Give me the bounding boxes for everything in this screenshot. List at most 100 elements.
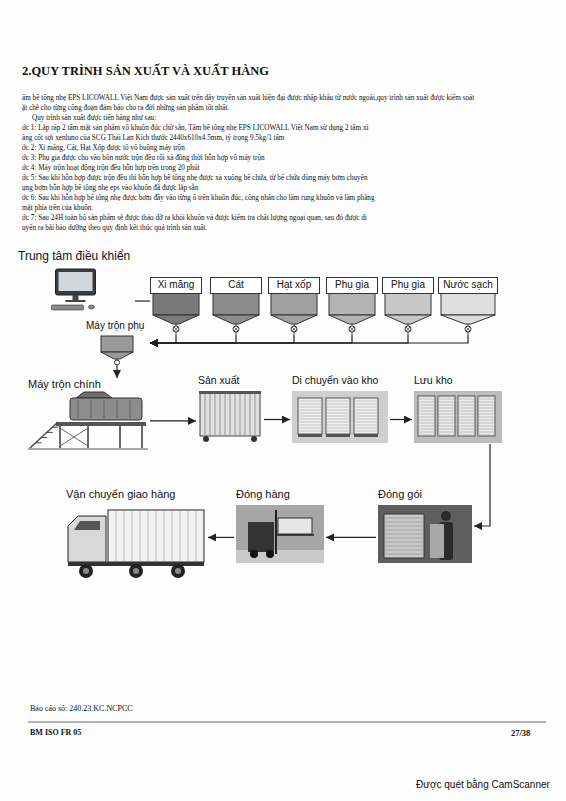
truck-wheel xyxy=(171,564,185,578)
panel-edge xyxy=(458,405,475,406)
body-line: ớc 4: Máy trộn hoạt động trộn đều hỗn hợ… xyxy=(22,163,548,173)
tank-cone xyxy=(441,315,495,324)
panel-stack xyxy=(478,396,495,436)
tank-label: Phụ gia xyxy=(333,279,371,291)
valve-symbol xyxy=(291,326,297,332)
mold-panel xyxy=(225,393,226,435)
panel-edge xyxy=(418,408,435,409)
panel-edge xyxy=(326,410,350,411)
platform-leg xyxy=(59,426,61,448)
tank-cone xyxy=(271,315,317,324)
panel-stack xyxy=(438,396,455,436)
panel-edge xyxy=(438,432,455,433)
forklift-fork xyxy=(276,534,314,536)
valve-symbol xyxy=(405,326,411,332)
body-line: ấm bê tông nhẹ EPS LICOWALL Việt Nam đượ… xyxy=(22,93,548,103)
label-box xyxy=(383,278,434,294)
panel-edge xyxy=(478,432,495,433)
tank-label: Xi măng xyxy=(156,279,197,291)
material-tank: Phụ gia xyxy=(382,277,434,335)
flow-arrow xyxy=(116,366,117,378)
panel-edge xyxy=(418,411,435,412)
keyboard xyxy=(52,305,84,310)
flow-arrow xyxy=(208,537,234,538)
panel-edge xyxy=(458,411,475,412)
panel-edge xyxy=(298,428,322,429)
panel-stack xyxy=(458,396,475,436)
cargo-rib xyxy=(148,511,149,561)
drum-rib xyxy=(78,400,79,418)
panel-edge xyxy=(478,405,495,406)
mold-top-bar xyxy=(199,391,261,394)
panel-stack xyxy=(418,396,435,436)
material-tank: Hạt xốp xyxy=(268,277,320,335)
panel-stack xyxy=(384,514,424,558)
panel-edge xyxy=(438,402,455,403)
photo-ground xyxy=(292,391,388,443)
wrap-film xyxy=(384,554,424,555)
monitor-screen xyxy=(59,272,93,291)
panel-edge xyxy=(478,399,495,400)
pallet xyxy=(354,434,378,437)
transfer-step: Di chuyển vào kho xyxy=(290,374,390,444)
mold-panel xyxy=(230,393,231,435)
panel-edge xyxy=(438,417,455,418)
panel-edge xyxy=(354,401,378,402)
label-box xyxy=(327,278,378,294)
panel-edge xyxy=(354,416,378,417)
panel-edge xyxy=(418,399,435,400)
platform-leg xyxy=(141,426,143,448)
step-heading: Trung tâm điều khiển xyxy=(16,250,132,264)
panel-stack xyxy=(354,398,378,434)
panel-edge xyxy=(354,407,378,408)
body-line: ớc 1: Lắp ráp 2 tấm mặt sản phẩm vô khuô… xyxy=(22,123,548,133)
wheel-hub xyxy=(83,568,89,574)
packing-step: Đóng gói xyxy=(376,488,474,564)
panel-edge xyxy=(326,413,350,414)
wrap-film xyxy=(384,522,424,523)
wrap-film xyxy=(384,526,424,527)
valve-mark xyxy=(466,327,470,331)
stair-step xyxy=(41,437,47,438)
panel-edge xyxy=(418,417,435,418)
step-heading: Sản xuất xyxy=(196,374,241,386)
body-line: mặt phía trên của khuôn. xyxy=(22,203,548,213)
valve-mark xyxy=(292,327,296,331)
panel-edge xyxy=(418,432,435,433)
step-heading: Lưu kho xyxy=(412,374,455,386)
drum-rib xyxy=(104,400,105,418)
step-heading: Máy trộn chính xyxy=(26,378,103,391)
forklift-body xyxy=(248,522,274,552)
monitor-stand xyxy=(73,295,79,300)
panel-edge xyxy=(326,401,350,402)
tank-label: Phụ gia xyxy=(389,279,427,291)
ground-line xyxy=(28,449,148,450)
panel-edge xyxy=(298,404,322,405)
cargo-rib xyxy=(180,511,181,561)
label-box xyxy=(151,278,202,294)
cargo-rib xyxy=(116,511,117,561)
panel-edge xyxy=(418,426,435,427)
panel-edge xyxy=(298,407,322,408)
panel-edge xyxy=(438,435,455,436)
valve-mark xyxy=(234,327,238,331)
label-box xyxy=(269,278,320,294)
panel-edge xyxy=(458,426,475,427)
cab-window xyxy=(74,521,100,530)
panel-edge xyxy=(298,413,322,414)
photo-ground xyxy=(414,391,502,443)
valve-mark xyxy=(406,327,410,331)
material-tank: Nước sạch xyxy=(438,277,498,335)
panel-edge xyxy=(458,420,475,421)
valve-symbol xyxy=(115,360,120,365)
delivery-step: Vận chuyển giao hàng xyxy=(64,488,208,580)
panel-edge xyxy=(326,428,350,429)
tank-body xyxy=(441,294,495,316)
tank-cone xyxy=(213,315,259,324)
panel-edge xyxy=(438,408,455,409)
panel-edge xyxy=(418,402,435,403)
tank-label: Cát xyxy=(226,279,246,291)
material-tank: Cát xyxy=(210,277,262,335)
text-body: ấm bê tông nhẹ EPS LICOWALL Việt Nam đượ… xyxy=(22,93,548,233)
